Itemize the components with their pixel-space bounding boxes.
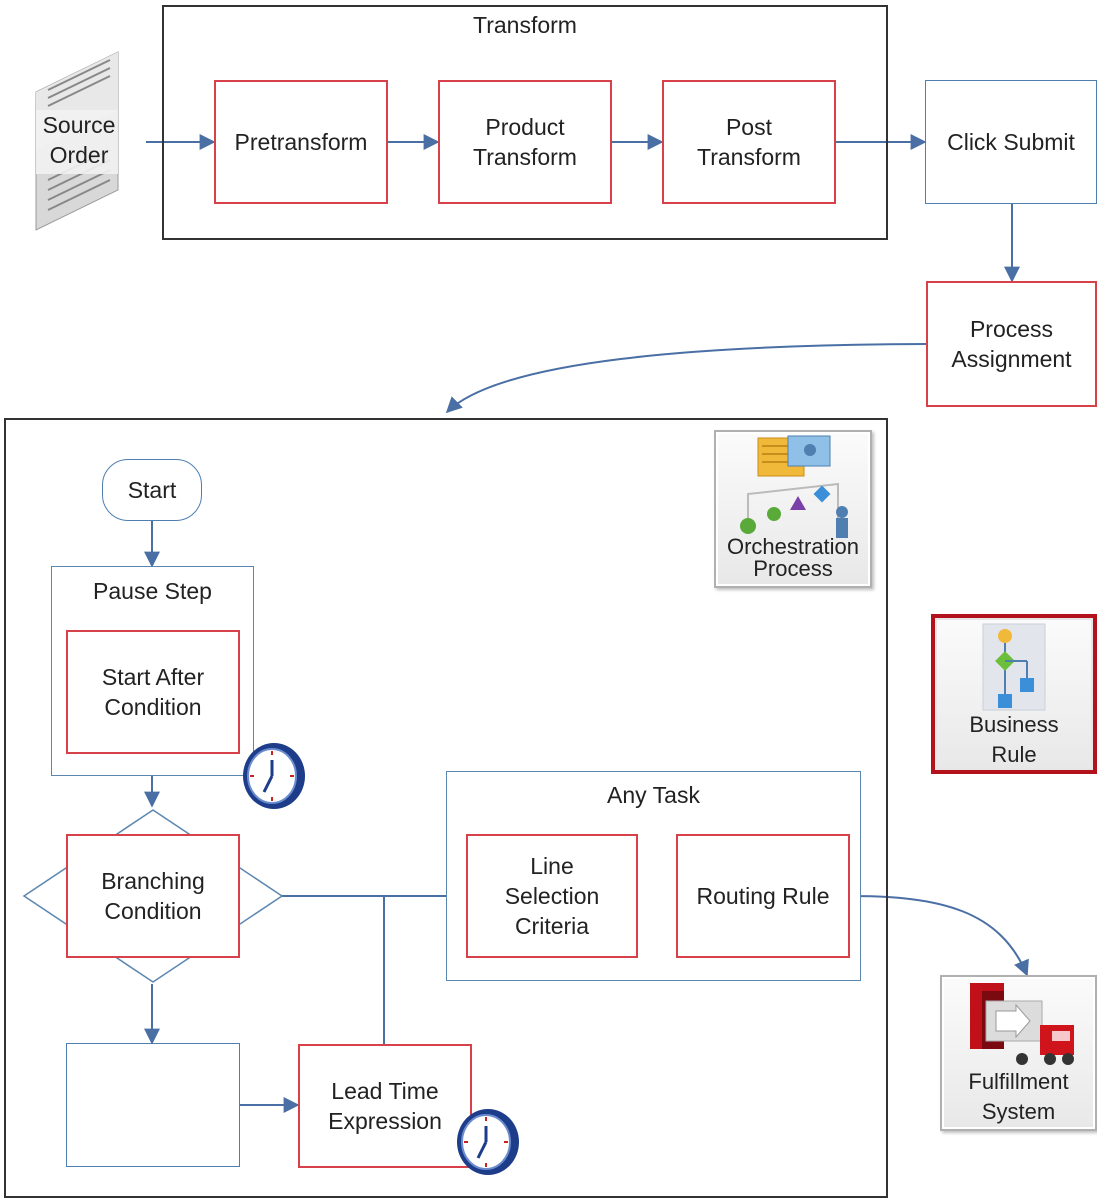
arrow-process-assignment-to-orchestration [445,343,927,414]
truck-icon [970,983,1074,1065]
source-order-label: Source Order [42,112,116,168]
lead-time-expression[interactable]: Lead Time Expression [298,1044,472,1168]
business-rule-tile[interactable]: Business Rule [931,614,1097,774]
start-after-condition[interactable]: Start After Condition [66,630,240,754]
orchestration-process-label: Orchestration Process [726,534,860,581]
transform-group [162,5,888,240]
business-rule-icon [982,623,1046,711]
business-rule-label: Business Rule [969,712,1059,767]
post-transform-step[interactable]: Post Transform [662,80,836,204]
process-assignment-step[interactable]: Process Assignment [926,281,1097,407]
source-order-icon[interactable]: Source Order [34,50,124,232]
any-task-title: Any Task [607,782,700,808]
fulfillment-system-label: Fulfillment System [968,1069,1069,1124]
start-node[interactable]: Start [102,459,202,521]
pause-step-title: Pause Step [93,578,212,604]
orchestration-process-tile[interactable]: Orchestration Process [714,430,872,588]
clock-icon [243,743,305,809]
document-icon [35,51,119,231]
click-submit-step[interactable]: Click Submit [925,80,1097,204]
empty-step[interactable] [66,1043,240,1167]
orchestration-icon [740,435,848,538]
pretransform-step[interactable]: Pretransform [214,80,388,204]
clock-icon [457,1109,519,1175]
routing-rule[interactable]: Routing Rule [676,834,850,958]
branching-condition[interactable]: Branching Condition [66,834,240,958]
product-transform-step[interactable]: Product Transform [438,80,612,204]
fulfillment-system-tile[interactable]: Fulfillment System [940,975,1097,1131]
arrow-routing-to-fulfillment [849,895,1029,977]
transform-title: Transform [473,12,577,38]
line-selection-criteria[interactable]: Line Selection Criteria [466,834,638,958]
